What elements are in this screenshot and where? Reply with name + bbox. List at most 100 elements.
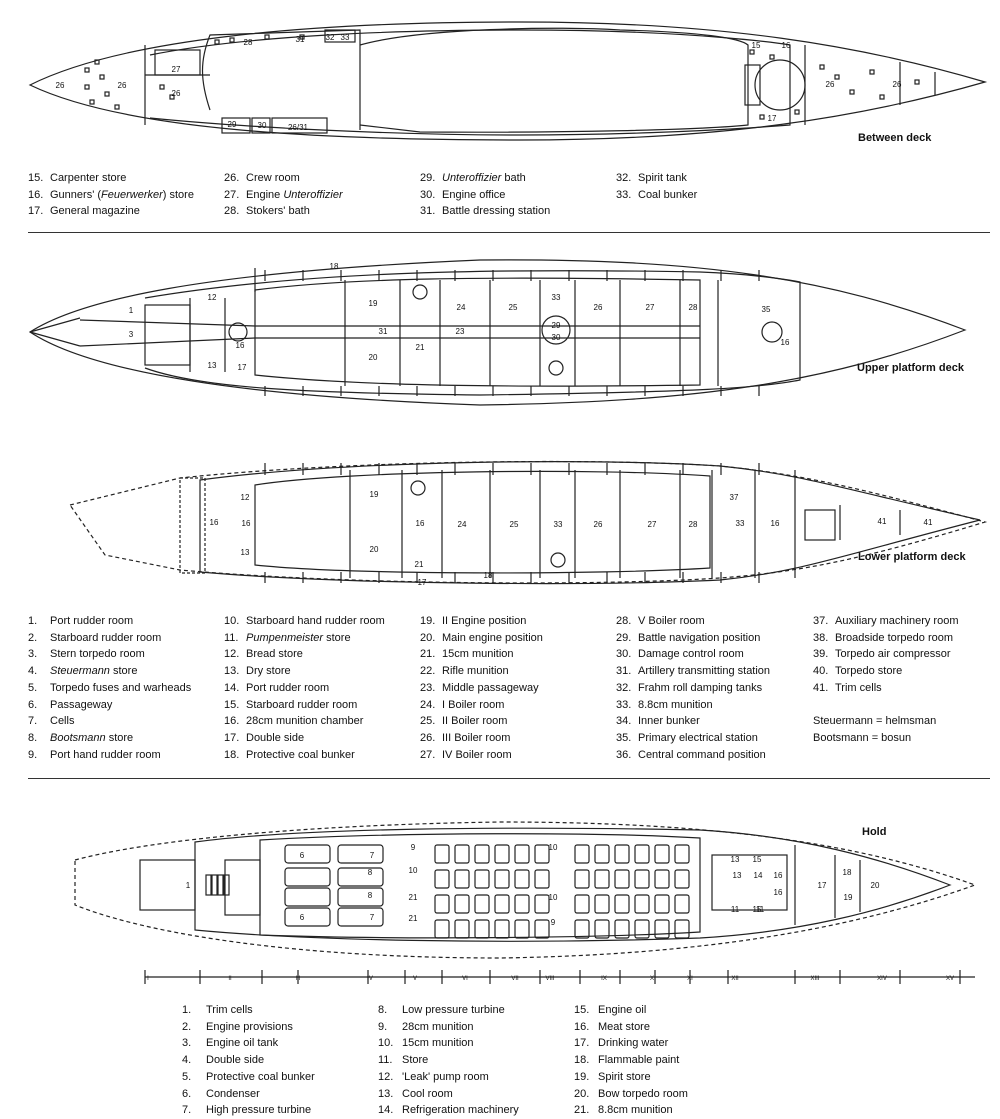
legend-number: 4. xyxy=(28,665,38,678)
fixture-square xyxy=(89,99,95,105)
legend-number: 2. xyxy=(28,631,38,644)
legend-item: 14.Refrigeration machinery xyxy=(378,1102,519,1119)
torpedo-room xyxy=(804,509,836,541)
room-number-label: 16 xyxy=(210,518,219,527)
room-number-label: 16 xyxy=(774,888,783,897)
room-number-label: 13 xyxy=(731,855,740,864)
hull-outline-dashed xyxy=(74,821,977,959)
room-number-label: 16 xyxy=(236,341,245,350)
lower-platform-deck-title: Lower platform deck xyxy=(858,551,966,563)
room-number-label: 25 xyxy=(509,303,518,312)
legend-label: Artillery transmitting station xyxy=(638,665,771,678)
room-number-label: 8 xyxy=(368,891,373,900)
round-fixture xyxy=(548,360,564,376)
room-number-label: 17 xyxy=(418,578,427,587)
boiler-unit xyxy=(574,844,590,864)
legend-item: 37.Auxiliary machinery room xyxy=(813,613,958,630)
legend-item: 1.Port rudder room xyxy=(28,613,191,630)
legend-label: Bow torpedo room xyxy=(598,1087,688,1100)
fixture-square xyxy=(214,39,220,45)
legend-item: 15.Carpenter store xyxy=(28,170,194,187)
boiler-unit xyxy=(574,919,590,939)
room-number-label: 26/31 xyxy=(288,123,309,132)
legend-item: 2.Engine provisions xyxy=(182,1019,315,1036)
boiler-unit xyxy=(594,894,610,914)
legend-item: 21.8.8cm munition xyxy=(574,1102,688,1119)
legend-label: Engine provisions xyxy=(206,1020,293,1033)
legend-item: 40.Torpedo store xyxy=(813,663,958,680)
legend-item: 7.Cells xyxy=(28,713,191,730)
legend-item: 12.Bread store xyxy=(224,646,385,663)
fixture-square xyxy=(794,109,800,115)
legend-number: 30. xyxy=(616,648,632,661)
legend-number: 29. xyxy=(420,172,436,184)
upper-platform-deck-title: Upper platform deck xyxy=(857,362,964,374)
legend-item: 1.Trim cells xyxy=(182,1002,315,1019)
shaft-line xyxy=(79,319,256,327)
legend-number: 14. xyxy=(224,681,240,694)
legend-label: 8.8cm munition xyxy=(598,1104,673,1117)
boiler-unit xyxy=(514,894,530,914)
fixture-square xyxy=(769,54,775,60)
legend-number: 15. xyxy=(574,1004,590,1016)
room-number-label: 7 xyxy=(370,913,375,922)
boiler-unit xyxy=(514,844,530,864)
boiler-unit xyxy=(534,894,550,914)
legend-item: 36.Central command position xyxy=(616,747,770,764)
legend-number: 33. xyxy=(616,188,632,201)
inner-hull-line xyxy=(144,270,801,396)
legend-label: Bread store xyxy=(246,648,303,661)
legend-item: 5.Torpedo fuses and warheads xyxy=(28,680,191,697)
legend-item: 19.II Engine position xyxy=(420,613,543,630)
legend-label: Double side xyxy=(246,731,305,744)
barbette-housing xyxy=(744,64,761,106)
room-number-label: 11 xyxy=(731,905,740,914)
legend-label: 28cm munition chamber xyxy=(246,715,364,728)
legend-number: 15. xyxy=(224,698,240,711)
room-number-label: 41 xyxy=(878,517,887,526)
legend-item: 6.Passageway xyxy=(28,697,191,714)
legend-number: 17. xyxy=(574,1037,590,1050)
stern-lines xyxy=(29,317,81,347)
room-number-label: 27 xyxy=(646,303,655,312)
legend-number: 33. xyxy=(616,698,632,711)
legend-item: 22.Rifle munition xyxy=(420,663,543,680)
legend-number: 11. xyxy=(378,1054,393,1067)
room-number-label: V xyxy=(413,976,417,982)
legend-item: 27.Engine Unteroffizier xyxy=(224,187,343,204)
boiler-unit xyxy=(634,844,650,864)
legend-label: Protective coal bunker xyxy=(246,748,355,761)
legend-label: Dry store xyxy=(246,665,291,678)
boiler-unit xyxy=(674,869,690,889)
hold-title: Hold xyxy=(862,826,887,838)
legend-label: Drinking water xyxy=(598,1037,669,1050)
round-fixture xyxy=(412,284,428,300)
platform-legend-notes: Steuermann = helmsman Bootsmann = bosun xyxy=(813,713,936,746)
boiler-unit xyxy=(594,869,610,889)
legend-item: 5.Protective coal bunker xyxy=(182,1069,315,1086)
legend-label: Spirit store xyxy=(598,1070,651,1083)
room-number-label: 1 xyxy=(129,306,134,315)
boiler-unit xyxy=(434,894,450,914)
legend-number: 17. xyxy=(224,731,240,744)
legend-label: Auxiliary machinery room xyxy=(835,615,959,627)
legend-item: 2.Starboard rudder room xyxy=(28,630,191,647)
legend-label: I Boiler room xyxy=(442,698,505,711)
inner-hold-ring xyxy=(259,833,701,939)
fixture-square xyxy=(99,74,105,80)
room-number-label: 33 xyxy=(341,33,350,42)
room-number-label: 13 xyxy=(733,871,742,880)
legend-number: 38. xyxy=(813,631,829,644)
legend-number: 34. xyxy=(616,715,632,728)
boiler-unit xyxy=(574,869,590,889)
boiler-unit xyxy=(514,869,530,889)
legend-item: 30.Damage control room xyxy=(616,646,770,663)
room-number-label: 19 xyxy=(369,299,378,308)
legend-label: Stern torpedo room xyxy=(50,648,145,661)
turbine-unit xyxy=(337,844,384,864)
